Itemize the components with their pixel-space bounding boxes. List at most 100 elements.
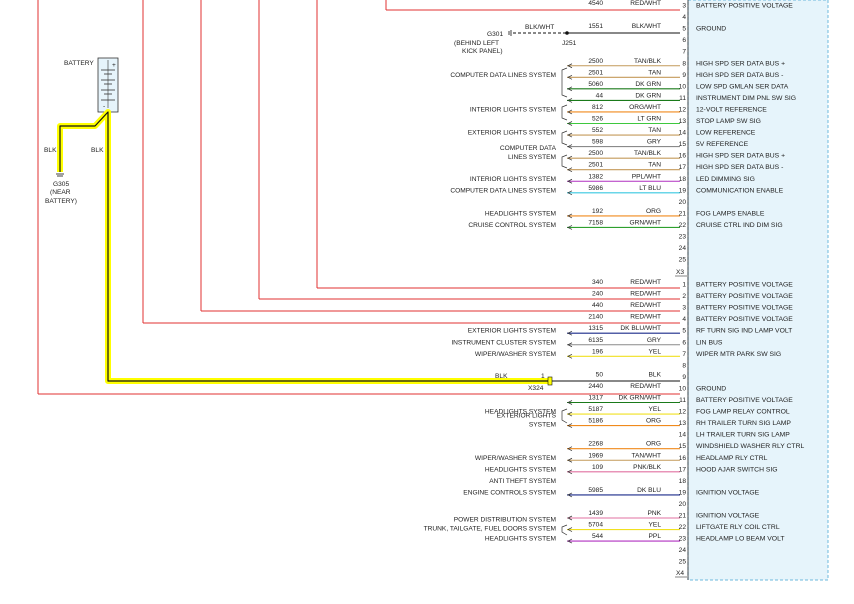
wire-arrow [567, 225, 573, 230]
system-label: WIPER/WASHER SYSTEM [475, 455, 556, 462]
pin-function: LIFTGATE RLY COIL CTRL [696, 524, 780, 531]
wire-color: ORG [646, 441, 661, 448]
pin-number: 16 [679, 153, 687, 160]
wire-arrow [567, 411, 573, 417]
pin-number: 25 [679, 257, 687, 264]
circuit-number: 526 [592, 116, 603, 123]
pin-function: LIN BUS [696, 339, 723, 346]
pin-number: 10 [679, 385, 687, 392]
pin-function: HOOD AJAR SWITCH SIG [696, 466, 778, 473]
pin-number: 5 [682, 328, 686, 335]
wire-color: BLK/WHT [632, 23, 661, 30]
wire-arrow [567, 144, 573, 149]
circuit-number: 2501 [588, 162, 603, 169]
pin-function: INSTRUMENT DIM PNL SW SIG [696, 95, 796, 102]
wire-color: ORG [646, 418, 661, 425]
wire-color: YEL [649, 522, 662, 529]
pin-function: HIGH SPD SER DATA BUS + [696, 60, 785, 67]
wire-color: BLK [649, 371, 662, 378]
circuit-number: 109 [592, 464, 603, 471]
wire-color: DK BLU/WHT [620, 325, 661, 332]
system-label: TRUNK, TAILGATE, FUEL DOORS SYSTEM [424, 526, 556, 533]
pin-number: 2 [682, 293, 686, 300]
battery-wire-left-label: BLK [44, 147, 57, 154]
wire-arrow [567, 342, 573, 348]
pin-function: GROUND [696, 385, 726, 392]
pin-number: 11 [679, 95, 686, 102]
pin-number: 3 [682, 305, 686, 312]
pin-number: 25 [679, 559, 687, 566]
system-label: EXTERIOR LIGHTS [497, 413, 557, 420]
circuit-number: 1315 [588, 325, 603, 332]
g301-wire-color: BLK/WHT [525, 24, 554, 31]
wire-color: TAN/WHT [631, 452, 661, 459]
pin-number: 16 [679, 455, 687, 462]
circuit-number: 7158 [588, 219, 603, 226]
pin-number: 3 [682, 3, 686, 10]
wire-color: RED/WHT [630, 279, 661, 286]
circuit-number: 2268 [588, 441, 603, 448]
pin-number: 9 [682, 374, 686, 381]
wire-color: PPL [649, 533, 662, 540]
pin-number: 19 [679, 187, 687, 194]
pin-number: 20 [679, 199, 687, 206]
pin-function: IGNITION VOLTAGE [696, 489, 760, 496]
g305-desc-line2: BATTERY) [45, 198, 77, 205]
wire-color: DK GRN/WHT [619, 395, 662, 402]
system-label: COMPUTER DATA [500, 145, 557, 152]
pin-function: WINDSHIELD WASHER RLY CTRL [696, 443, 804, 450]
pin-number: 12 [679, 409, 687, 416]
circuit-number: 340 [592, 279, 603, 286]
circuit-number: 50 [596, 371, 604, 378]
wire-color: LT BLU [639, 185, 661, 192]
pin-number: 4 [682, 316, 686, 323]
pin-function: BATTERY POSITIVE VOLTAGE [696, 282, 793, 289]
circuit-number: 598 [592, 139, 603, 146]
wire-arrow [567, 527, 573, 532]
j251-label: J251 [562, 40, 577, 47]
pin-number: 7 [682, 49, 686, 56]
circuit-number: 5704 [588, 522, 603, 529]
pin-function: 5V REFERENCE [696, 141, 749, 148]
pin-number: 15 [679, 141, 687, 148]
pin-number: 14 [679, 432, 687, 439]
battery: BATTERY + - [64, 57, 119, 113]
circuit-number: 552 [592, 127, 603, 134]
system-brackets [561, 67, 568, 536]
pin-function: STOP LAMP SW SIG [696, 118, 761, 125]
pin-number: 23 [679, 536, 687, 543]
pin-function: LH TRAILER TURN SIG LAMP [696, 432, 790, 439]
x324-color-label: BLK [495, 373, 508, 380]
pin-function: HEADLAMP RLY CTRL [696, 455, 768, 462]
pin-function: HIGH SPD SER DATA BUS + [696, 153, 785, 160]
pin-number: 17 [679, 466, 687, 473]
pin-function: LOW SPD GMLAN SER DATA [696, 83, 789, 90]
pin-function: BATTERY POSITIVE VOLTAGE [696, 3, 793, 10]
wire-arrow [567, 353, 573, 359]
power-feeds [37, 0, 680, 395]
circuit-number: 192 [592, 208, 603, 215]
connector-x3-label: X3 [676, 269, 684, 276]
system-label: ANTI THEFT SYSTEM [489, 478, 556, 485]
pin-function: HEADLAMP LO BEAM VOLT [696, 536, 785, 543]
battery-label: BATTERY [64, 60, 94, 67]
pin-number: 18 [679, 478, 687, 485]
g301-label: G301 [487, 31, 503, 38]
wire-arrow [567, 538, 573, 544]
circuit-number: 5986 [588, 185, 603, 192]
pin-function: RF TURN SIG IND LAMP VOLT [696, 328, 792, 335]
circuit-number: 812 [592, 104, 603, 111]
circuit-number: 5985 [588, 487, 603, 494]
wire-arrow [567, 492, 573, 498]
wire-color: RED/WHT [630, 314, 661, 321]
wire-color: PPL/WHT [632, 173, 661, 180]
wire-arrow [567, 330, 573, 336]
circuit-number: 2440 [588, 383, 603, 390]
wire-color: TAN [648, 162, 661, 169]
circuit-number: 1969 [588, 452, 603, 459]
ground-g305-symbol [56, 173, 64, 177]
pin-number: 9 [682, 72, 686, 79]
circuit-number: 2140 [588, 314, 603, 321]
pin-number: 14 [679, 130, 687, 137]
wire-arrow [567, 515, 573, 521]
